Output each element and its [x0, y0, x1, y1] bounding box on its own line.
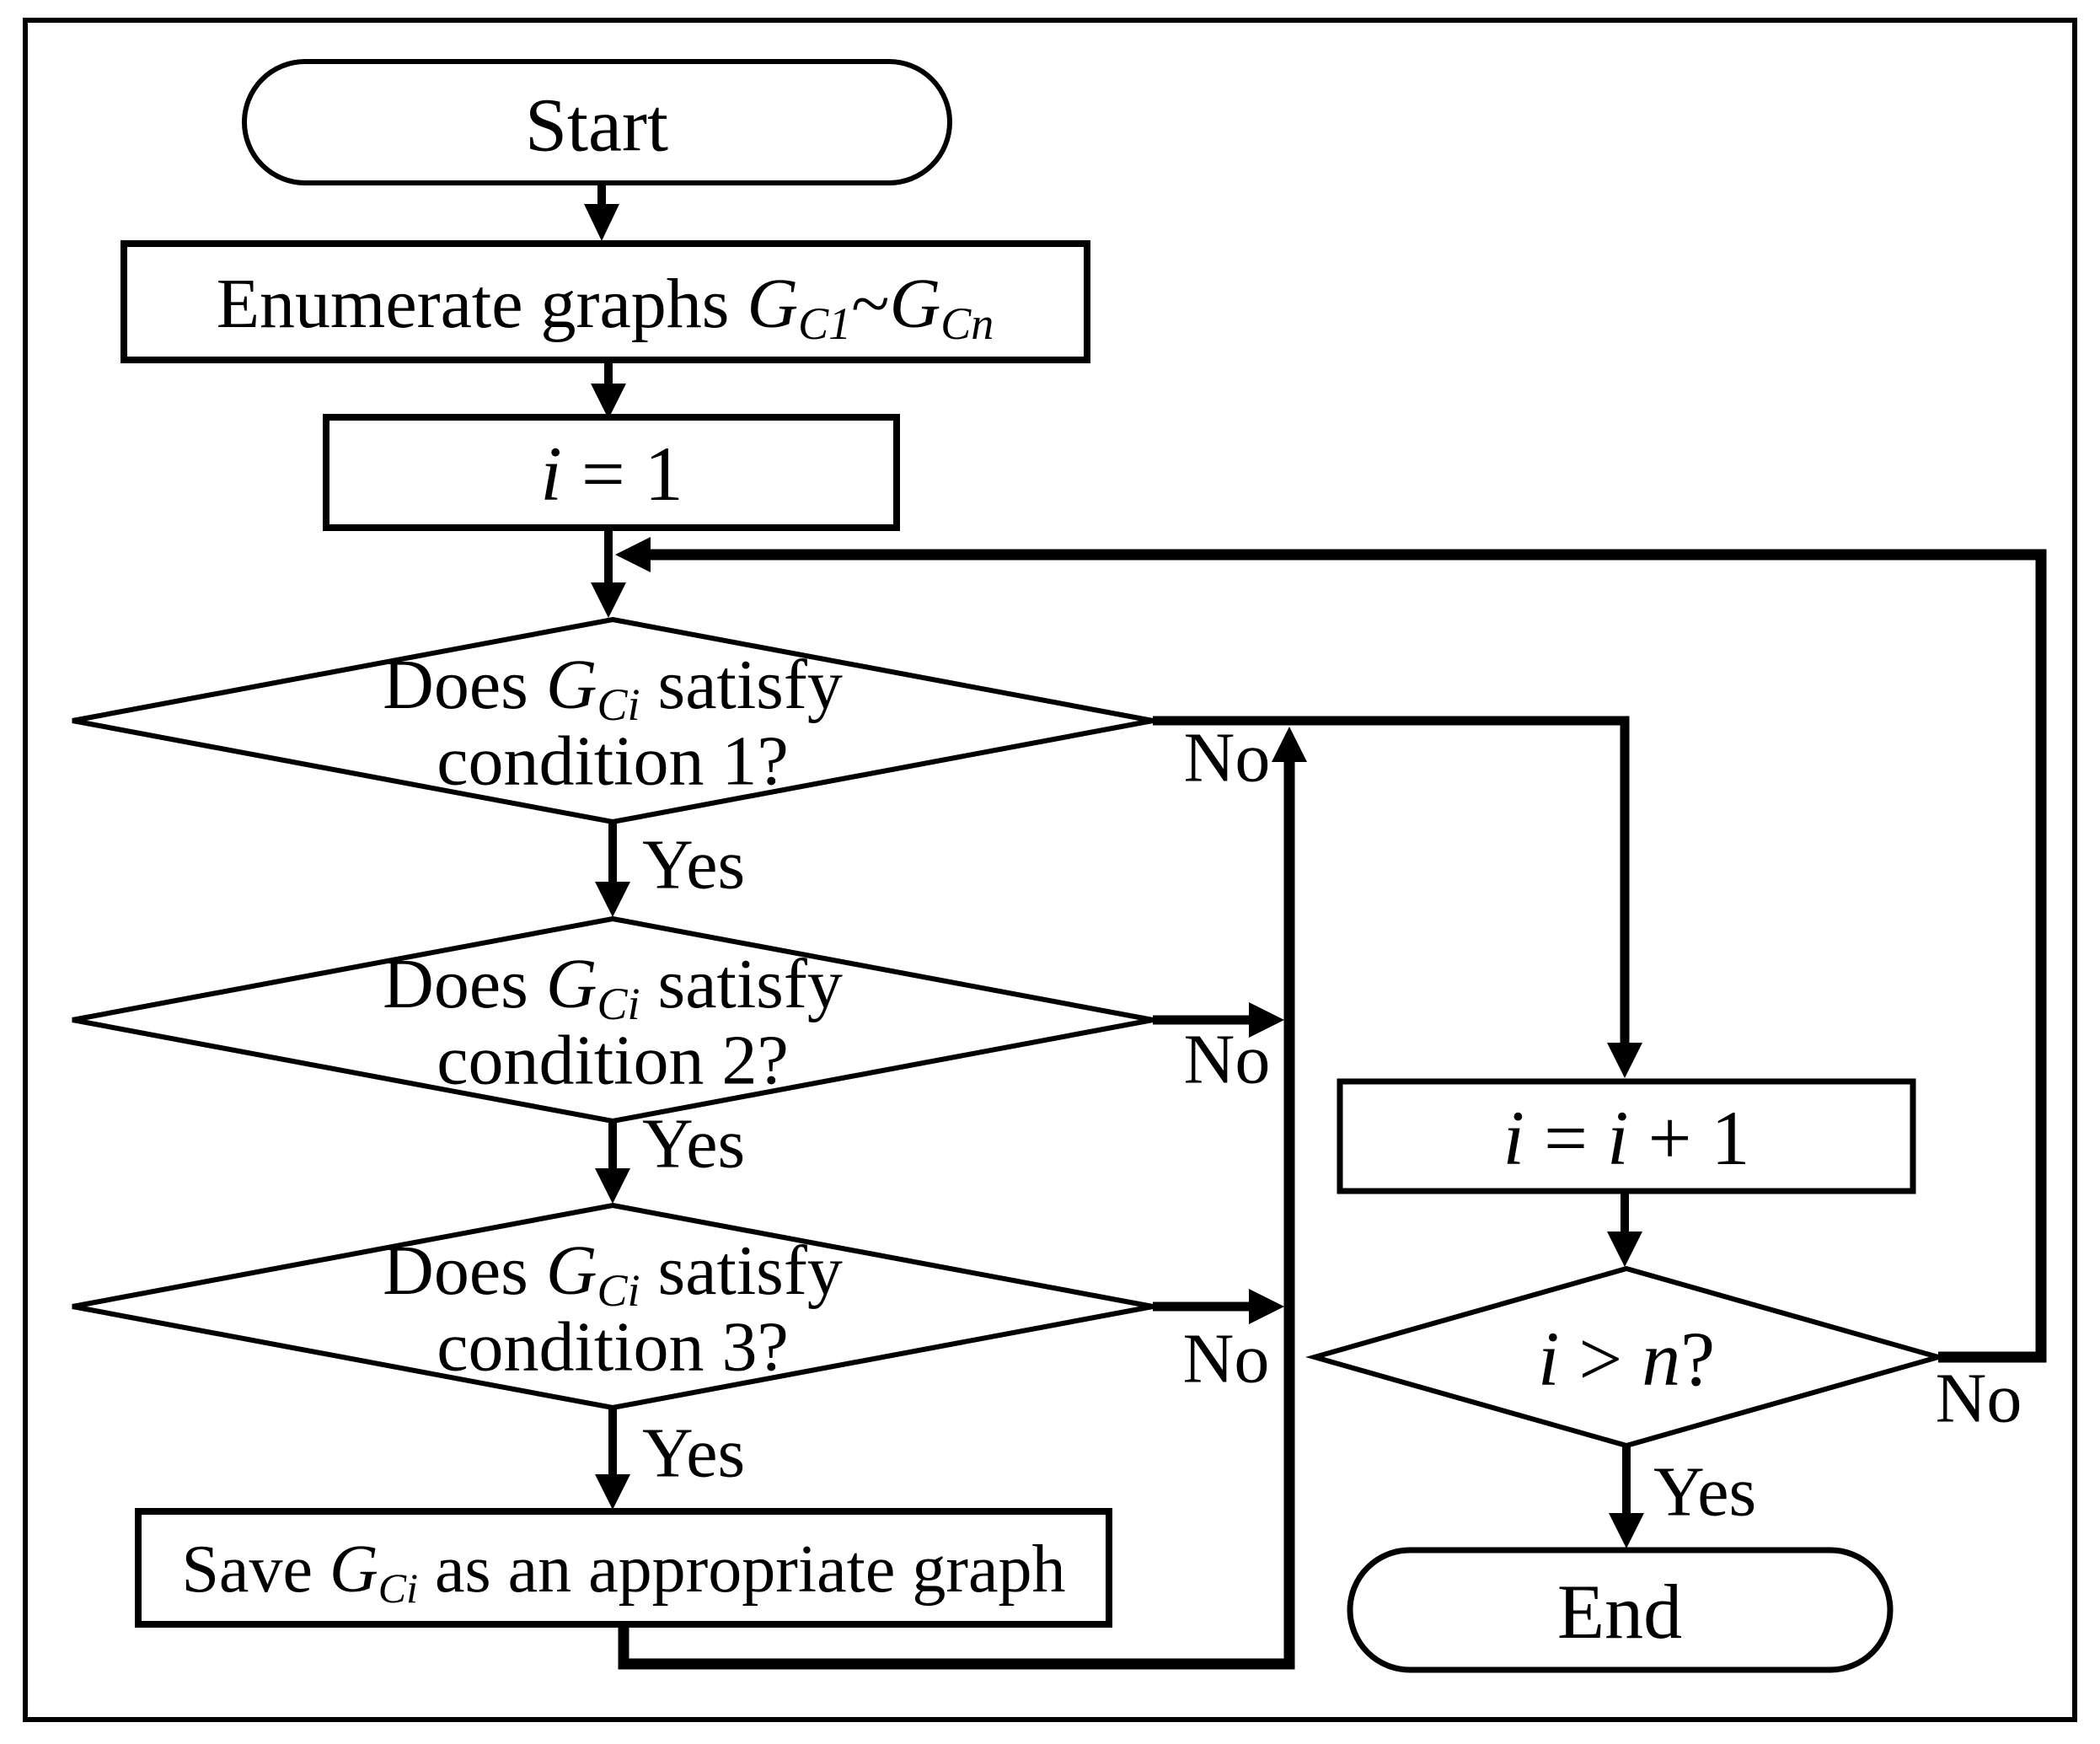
edge-cond2-yes — [595, 1121, 630, 1204]
edge-save-to-increment-rail — [618, 727, 1307, 1670]
node-init: i = 1 — [323, 414, 900, 531]
arrowhead-down-icon — [591, 582, 626, 618]
cond3-label-line2: condition 3? — [437, 1308, 789, 1387]
cond1-label-line1: Does GCi satisfy — [383, 646, 843, 731]
node-enumerate: Enumerate graphs GC1~GCn — [121, 240, 1090, 363]
loopcheck-label: i > n? — [1538, 1316, 1715, 1402]
cond2-label-line1: Does GCi satisfy — [383, 945, 843, 1030]
arrowhead-down-icon — [1607, 1043, 1642, 1078]
edge-loopcheck-no-loop-back — [615, 537, 2047, 1363]
cond1-decision-shape — [72, 616, 1154, 825]
increment-process-shape — [1337, 1078, 1916, 1194]
node-cond3: Does GCi satisfy condition 3? — [72, 1202, 1154, 1411]
end-terminator-shape — [1347, 1547, 1894, 1673]
edge-enumerate-to-init — [591, 360, 626, 419]
cond3-decision-shape — [72, 1202, 1154, 1411]
arrowhead-down-icon — [595, 1168, 630, 1204]
node-cond1: Does GCi satisfy condition 1? — [72, 616, 1154, 825]
edge-cond3-no — [1153, 1289, 1284, 1324]
edge-init-to-cond1 — [591, 528, 626, 618]
arrowhead-down-icon — [595, 1474, 630, 1510]
loopcheck-yes-label: Yes — [1653, 1453, 1756, 1532]
arrowhead-down-icon — [1609, 1513, 1644, 1548]
edge-start-to-enumerate — [584, 183, 619, 241]
cond2-no-label: No — [1184, 1021, 1271, 1099]
arrowhead-right-icon — [1249, 1002, 1284, 1038]
arrowhead-right-icon — [1249, 1289, 1284, 1324]
loopcheck-decision-shape — [1305, 1265, 1947, 1449]
increment-label: i = i + 1 — [1503, 1095, 1750, 1181]
edge-increment-to-loopcheck — [1607, 1191, 1642, 1267]
cond2-yes-label: Yes — [642, 1105, 745, 1183]
cond3-label-line1: Does GCi satisfy — [383, 1232, 843, 1317]
end-label: End — [1557, 1569, 1682, 1655]
edge-loopcheck-yes — [1609, 1446, 1644, 1548]
cond3-no-label: No — [1183, 1320, 1270, 1398]
init-label: i = 1 — [540, 431, 683, 517]
arrowhead-down-icon — [591, 384, 626, 419]
enumerate-label: Enumerate graphs GC1~GCn — [217, 265, 994, 350]
save-process-shape — [135, 1508, 1112, 1628]
node-start: Start — [242, 59, 952, 185]
cond2-label-line2: condition 2? — [437, 1022, 789, 1100]
edge-cond3-yes — [595, 1408, 630, 1510]
start-terminator-shape — [242, 59, 952, 185]
arrowhead-down-icon — [1607, 1232, 1642, 1267]
edge-cond1-no — [1153, 716, 1642, 1078]
save-label: Save GCi as an appropriate graph — [181, 1532, 1065, 1612]
arrowhead-up-icon — [1272, 727, 1307, 762]
arrowhead-down-icon — [595, 882, 630, 917]
cond3-yes-label: Yes — [642, 1414, 745, 1493]
init-process-shape — [323, 414, 900, 531]
cond1-yes-label: Yes — [642, 826, 745, 904]
arrowhead-down-icon — [584, 204, 619, 241]
enumerate-process-shape — [121, 240, 1090, 363]
cond1-label-line2: condition 1? — [437, 722, 789, 801]
cond2-decision-shape — [72, 915, 1154, 1124]
node-loopcheck: i > n? — [1305, 1265, 1947, 1449]
edge-cond2-no — [1153, 1002, 1284, 1038]
edge-cond1-yes — [595, 822, 630, 917]
loopcheck-no-label: No — [1936, 1360, 2022, 1438]
node-increment: i = i + 1 — [1337, 1078, 1916, 1194]
start-label: Start — [525, 84, 668, 168]
arrowhead-left-icon — [615, 537, 651, 572]
node-end: End — [1347, 1547, 1894, 1673]
node-save: Save GCi as an appropriate graph — [135, 1508, 1112, 1628]
cond1-no-label: No — [1184, 719, 1271, 797]
node-cond2: Does GCi satisfy condition 2? — [72, 915, 1154, 1124]
